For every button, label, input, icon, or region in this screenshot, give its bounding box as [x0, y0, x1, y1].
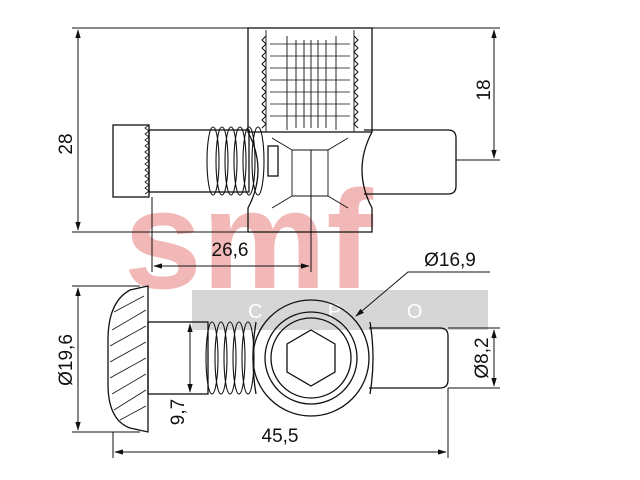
leader-16-9	[355, 271, 490, 317]
dim-body-width: 9,7	[168, 399, 189, 425]
dim-head-diameter: Ø19,6	[56, 334, 77, 386]
boss-ring-inner	[270, 317, 352, 399]
waisted-body	[247, 131, 373, 233]
dim-total-length: 45,5	[262, 426, 299, 447]
mushroom-head	[107, 285, 149, 433]
dim-pin-diameter: Ø8,2	[472, 337, 493, 378]
top-dimensions	[72, 27, 500, 272]
body-hex-lines	[271, 137, 349, 209]
dim-height-total: 28	[56, 133, 77, 154]
right-pin	[364, 129, 457, 195]
boss-thread-right	[353, 35, 359, 129]
boss-thread-crests	[270, 43, 350, 117]
round-boss-outline-r	[369, 321, 374, 395]
screw-tip	[267, 145, 279, 177]
dim-offset: 26,6	[212, 240, 249, 261]
knurl-serration	[144, 124, 150, 195]
bottom-pin	[369, 327, 449, 389]
bottom-view	[107, 285, 449, 433]
watermark-band	[192, 290, 488, 330]
threaded-boss	[247, 27, 373, 133]
screw-shank	[148, 129, 250, 193]
boss-thread-left	[261, 35, 267, 129]
spring-coils	[206, 126, 265, 196]
boss-thread-lines	[265, 30, 355, 132]
head-hatch	[109, 295, 147, 421]
top-view	[112, 27, 457, 233]
dim-height-thread: 18	[474, 79, 495, 100]
bottom-dimensions	[72, 271, 500, 458]
round-boss	[252, 299, 370, 417]
bottom-spring	[205, 321, 255, 395]
boss-ring-outer	[264, 311, 358, 405]
hex-socket	[286, 329, 336, 387]
neck	[147, 321, 209, 395]
dim-hole-diameter: Ø16,9	[424, 250, 476, 271]
